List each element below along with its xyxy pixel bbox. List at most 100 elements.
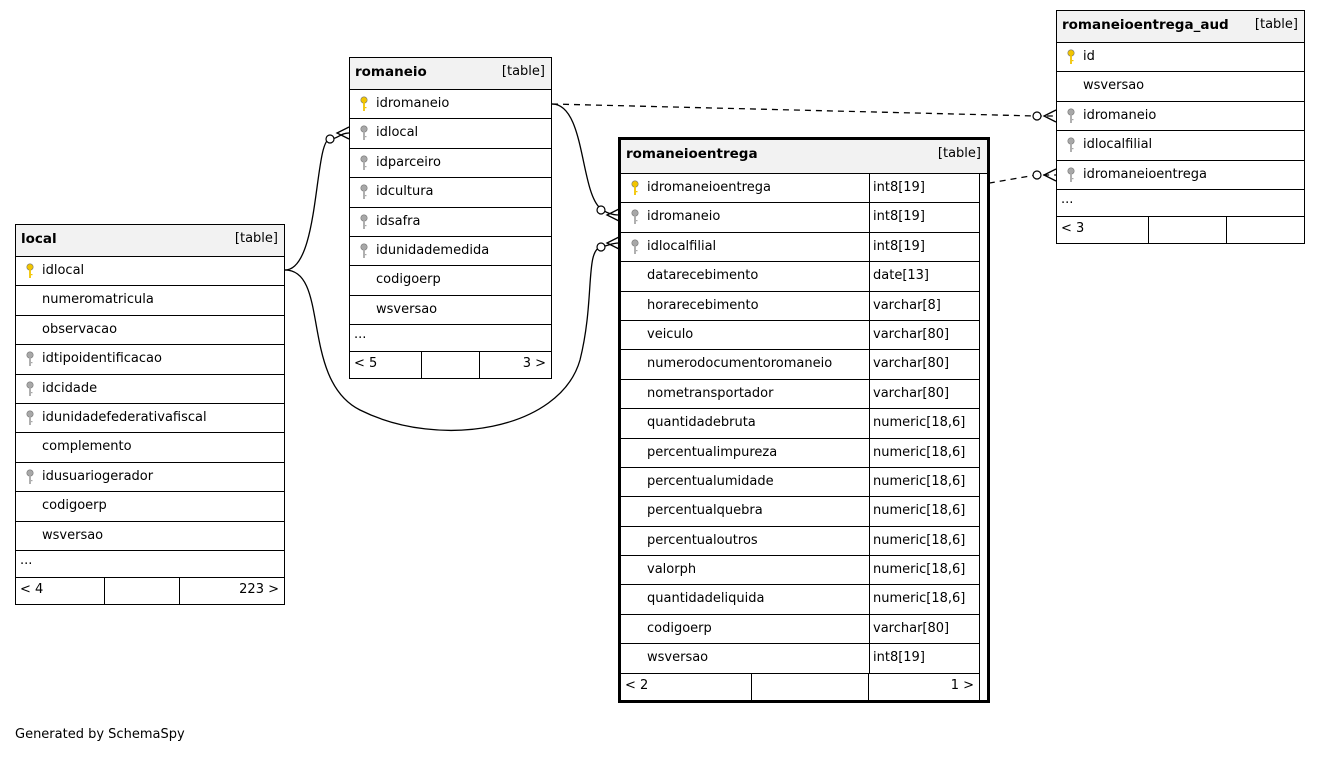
foreign-key-icon — [1067, 167, 1075, 183]
column-row[interactable]: codigoerp — [350, 266, 551, 296]
table-header[interactable]: romaneioentrega [table] — [621, 140, 987, 174]
parents-count-cell[interactable]: < 5 — [350, 352, 422, 379]
column-row[interactable]: complemento — [16, 433, 284, 463]
column-row[interactable]: numeromatricula — [16, 286, 284, 316]
column-name: idunidademedida — [376, 242, 490, 258]
column-row[interactable]: idromaneio int8[19] — [621, 203, 979, 233]
edge-crowfoot — [605, 208, 620, 222]
edge-crowfoot — [605, 236, 620, 250]
more-columns[interactable]: ... — [1057, 190, 1304, 217]
edge-optional-marker — [1032, 111, 1042, 121]
table-footer: < 5 3 > — [350, 352, 551, 379]
children-count-cell[interactable] — [1227, 217, 1304, 243]
column-row[interactable]: idsafra — [350, 208, 551, 237]
more-columns[interactable]: ... — [350, 325, 551, 353]
column-name: quantidadebruta — [647, 415, 756, 431]
column-row[interactable]: idcidade — [16, 375, 284, 404]
column-row[interactable]: idlocal — [16, 257, 284, 287]
column-row[interactable]: idtipoidentificacao — [16, 345, 284, 375]
column-row[interactable]: idparceiro — [350, 149, 551, 179]
column-row[interactable]: wsversao — [350, 296, 551, 326]
column-name: nometransportador — [647, 385, 774, 401]
column-type: date[13] — [873, 268, 929, 284]
column-name: numerodocumentoromaneio — [647, 356, 833, 372]
column-row[interactable]: idlocalfilial — [1057, 131, 1304, 161]
table-local[interactable]: local [table] idlocal numeromatricula obse… — [15, 224, 285, 605]
column-type: int8[19] — [873, 209, 925, 225]
table-header[interactable]: romaneio [table] — [350, 58, 551, 90]
table-header[interactable]: local [table] — [16, 225, 284, 257]
column-divider — [869, 467, 870, 498]
column-row[interactable]: percentualimpureza numeric[18,6] — [621, 438, 979, 468]
column-name: numeromatricula — [42, 292, 154, 308]
table-footer: < 4 223 > — [16, 577, 284, 604]
column-row[interactable]: observacao — [16, 316, 284, 346]
column-type: varchar[80] — [873, 326, 950, 342]
column-type: varchar[80] — [873, 385, 950, 401]
column-row[interactable]: idusuariogerador — [16, 463, 284, 493]
column-row[interactable]: id — [1057, 43, 1304, 73]
foreign-key-icon — [1067, 108, 1075, 124]
column-row[interactable]: idromaneioentrega — [1057, 161, 1304, 190]
parents-count-cell[interactable]: < 4 — [16, 577, 105, 604]
table-romaneioentrega[interactable]: romaneioentrega [table] idromaneioentreg… — [618, 137, 990, 703]
column-row[interactable]: idromaneio — [350, 90, 551, 120]
column-divider — [869, 585, 870, 615]
edge-optional-marker — [325, 134, 335, 144]
column-row[interactable]: idunidademedida — [350, 237, 551, 267]
column-divider — [869, 174, 870, 204]
column-type: varchar[80] — [873, 356, 950, 372]
foreign-key-icon — [631, 239, 639, 255]
column-type: numeric[18,6] — [873, 444, 966, 460]
table-name: romaneio — [355, 64, 427, 80]
column-row[interactable]: idcultura — [350, 178, 551, 208]
column-name: idcidade — [42, 380, 98, 396]
children-count-cell[interactable]: 223 > — [239, 581, 279, 597]
column-name: idparceiro — [376, 154, 441, 170]
column-type: numeric[18,6] — [873, 473, 966, 489]
edge-local-romaneio — [284, 132, 350, 271]
column-name: percentualquebra — [647, 503, 763, 519]
column-row[interactable]: idunidadefederativafiscal — [16, 404, 284, 434]
primary-key-icon — [26, 263, 34, 279]
column-divider — [869, 350, 870, 380]
table-kind: [table] — [501, 64, 545, 79]
column-row[interactable]: nometransportador varchar[80] — [621, 379, 979, 410]
column-row[interactable]: codigoerp — [16, 492, 284, 522]
column-row[interactable]: idromaneio — [1057, 102, 1304, 132]
column-type: numeric[18,6] — [873, 591, 966, 607]
column-row[interactable]: idlocal — [350, 119, 551, 149]
column-name: idromaneio — [647, 209, 721, 225]
parents-count-cell[interactable]: < 2 — [621, 673, 752, 700]
parents-count-cell[interactable]: < 3 — [1057, 216, 1149, 243]
children-count-cell[interactable]: 3 > — [522, 356, 546, 372]
column-row[interactable]: wsversao — [1057, 72, 1304, 102]
column-type: varchar[80] — [873, 620, 950, 636]
footer-spacer — [752, 673, 869, 700]
children-count-cell[interactable]: 1 > — [950, 677, 974, 693]
foreign-key-icon — [26, 381, 34, 397]
column-name: percentualimpureza — [647, 444, 778, 460]
primary-key-icon — [360, 96, 368, 112]
table-header[interactable]: romaneioentrega_aud [table] — [1057, 11, 1304, 43]
column-row[interactable]: numerodocumentoromaneio varchar[80] — [621, 350, 979, 380]
more-columns[interactable]: ... — [16, 551, 284, 578]
column-row[interactable]: wsversao — [16, 522, 284, 551]
